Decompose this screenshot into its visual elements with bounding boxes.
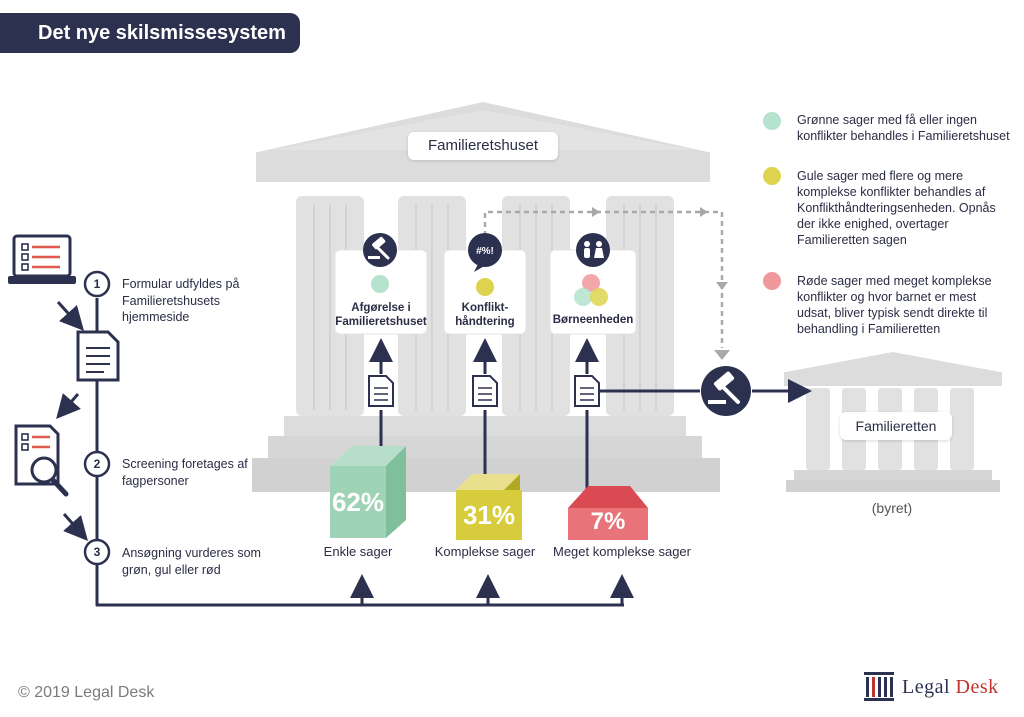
step-circle-1 — [83, 270, 111, 298]
box-label-3: Meget komplekse sager — [552, 544, 691, 559]
doc-icon-2 — [472, 375, 498, 407]
magnifier-checklist-icon — [14, 424, 69, 497]
gavel-icon — [701, 366, 751, 416]
dashed-arrowhead-1 — [592, 207, 600, 217]
dashed-arrowhead-4 — [714, 350, 730, 360]
box-7 — [568, 486, 648, 540]
card-gavel-icon — [363, 233, 397, 267]
step-number-1: 1 — [93, 277, 101, 291]
step-circle-3 — [83, 538, 111, 566]
legend-dot-yellow — [763, 167, 781, 185]
step-circle-2 — [83, 450, 111, 478]
logo-main: Legal — [902, 676, 956, 698]
step-number-3: 3 — [93, 545, 101, 559]
legal-desk-logo-icon — [864, 672, 894, 701]
card-label-boerneenheden: Børneenheden — [552, 314, 634, 326]
legend-text-yellow: Gule sager med flere og mere komplekse k… — [797, 169, 996, 247]
box-62 — [330, 446, 406, 538]
box-label-1: Enkle sager — [323, 544, 393, 559]
dashed-route-line — [483, 210, 724, 348]
logo-accent: Desk — [955, 676, 999, 698]
doc-icon-1 — [368, 375, 394, 407]
legal-desk-logo: Legal Desk — [902, 676, 999, 699]
doc-icon-3 — [574, 375, 600, 407]
percent-62: 62% — [331, 487, 385, 517]
step-text-1: Formular udfyldes på Familieretshusets h… — [122, 277, 240, 324]
step-text-3: Ansøgning vurderes som grøn, gul eller r… — [122, 546, 261, 577]
laptop-icon — [8, 234, 76, 284]
legend-text-red: Røde sager med meget komplekse konflikte… — [797, 274, 992, 336]
arrow-laptop-to-form — [56, 300, 85, 331]
arrow-form-to-screening — [56, 393, 81, 420]
speech-bubble-icon: #%! — [468, 233, 502, 272]
children-icon — [576, 233, 610, 267]
court-label: Familieretten — [840, 412, 952, 440]
box-label-2: Komplekse sager — [434, 544, 536, 559]
form-document-icon — [76, 330, 120, 382]
legend-dot-green — [763, 112, 781, 130]
dashed-arrowhead-2 — [700, 207, 708, 217]
speech-bubble-text: #%! — [476, 246, 494, 257]
dashed-arrowhead-3 — [716, 282, 728, 290]
legend-text-green: Grønne sager med få eller ingen konflikt… — [797, 113, 1010, 143]
card-label-konflikt: Konflikt-håndtering — [455, 302, 515, 328]
card-konflikt — [443, 249, 527, 335]
building-label: Familieretshuset — [408, 132, 558, 160]
card-boerneenheden — [549, 249, 637, 335]
box-31 — [456, 474, 522, 540]
step-text-2: Screening foretages af fagpersoner — [122, 457, 248, 488]
card-label-afgoerelse: Afgørelse i Familieretshuset — [335, 302, 427, 328]
page-title: Det nye skilsmissesystem — [0, 13, 300, 53]
court-sublabel: (byret) — [871, 500, 913, 516]
percent-31: 31% — [462, 500, 516, 530]
arrow-screening-to-step3 — [62, 513, 88, 541]
percent-7: 7% — [590, 508, 626, 535]
legend-dot-red — [763, 272, 781, 290]
copyright-text: © 2019 Legal Desk — [18, 684, 155, 701]
step-number-2: 2 — [93, 457, 101, 471]
